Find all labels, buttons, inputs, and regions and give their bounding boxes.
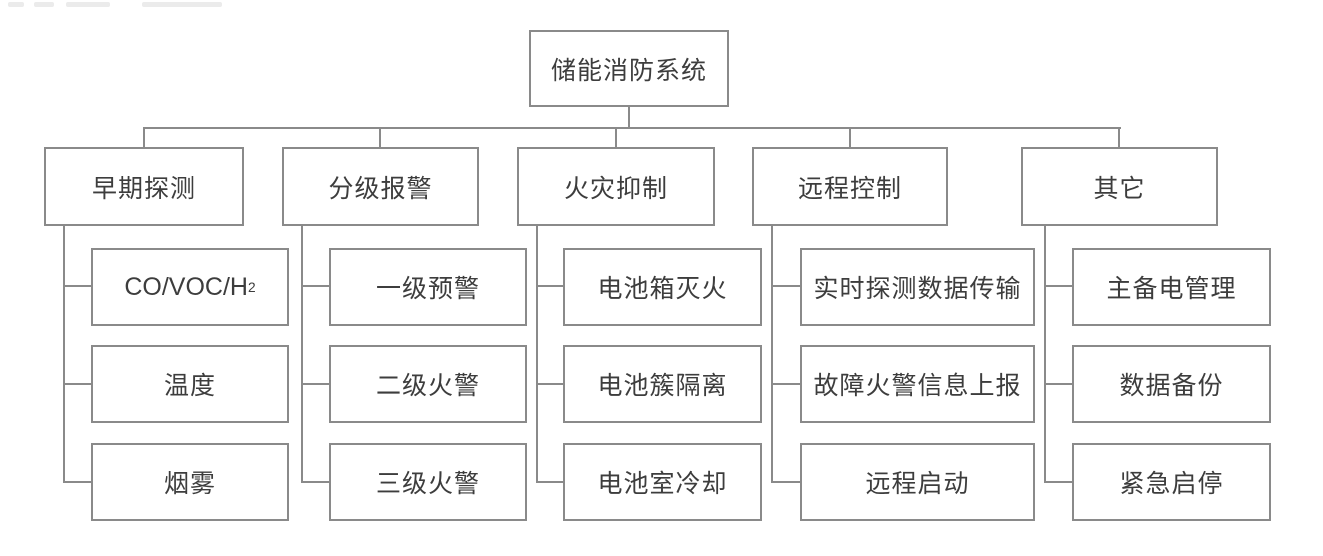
connector-elbow xyxy=(536,285,563,287)
node-label-subscript: 2 xyxy=(247,279,256,295)
node-label: 早期探测 xyxy=(91,174,196,203)
node-label: 数据备份 xyxy=(1119,372,1224,400)
node-fault-alarm-reporting: 故障火警信息上报 xyxy=(800,345,1035,423)
cropped-text-artifact xyxy=(34,2,54,7)
connector-bus xyxy=(143,127,1121,129)
node-label: 电池簇隔离 xyxy=(597,372,728,400)
connector-elbow xyxy=(536,383,563,385)
node-data-backup: 数据备份 xyxy=(1072,345,1271,423)
connector-drop-branch-3 xyxy=(536,226,538,483)
connector-stub-branch-4 xyxy=(849,127,851,147)
connector-drop-branch-2 xyxy=(301,226,303,483)
connector-drop-branch-4 xyxy=(771,226,773,483)
connector-elbow xyxy=(63,481,91,483)
connector-elbow xyxy=(536,481,563,483)
node-label: 主备电管理 xyxy=(1106,275,1237,303)
cropped-text-artifact xyxy=(66,2,110,7)
node-other: 其它 xyxy=(1021,147,1218,226)
connector-root-stub xyxy=(628,107,630,128)
node-label: 火灾抑制 xyxy=(563,174,668,203)
connector-elbow xyxy=(1044,481,1072,483)
connector-stub-branch-3 xyxy=(615,127,617,147)
cropped-text-artifact xyxy=(142,2,222,7)
connector-elbow xyxy=(301,285,329,287)
connector-elbow xyxy=(1044,285,1072,287)
node-realtime-data-transmission: 实时探测数据传输 xyxy=(800,248,1035,326)
connector-stub-branch-1 xyxy=(143,127,145,147)
node-label: 远程启动 xyxy=(865,470,970,498)
node-label: 电池箱灭火 xyxy=(597,275,728,303)
connector-stub-branch-2 xyxy=(379,127,381,147)
connector-elbow xyxy=(63,285,91,287)
node-temperature: 温度 xyxy=(91,345,289,423)
node-level1-prewarning: 一级预警 xyxy=(329,248,527,326)
node-label: 分级报警 xyxy=(328,174,433,203)
connector-elbow xyxy=(63,383,91,385)
node-battery-room-cooling: 电池室冷却 xyxy=(563,443,762,521)
node-label: 紧急启停 xyxy=(1119,470,1224,498)
node-label: 其它 xyxy=(1093,174,1146,203)
node-label: 远程控制 xyxy=(797,174,902,203)
connector-drop-branch-1 xyxy=(63,226,65,483)
node-main-backup-power-management: 主备电管理 xyxy=(1072,248,1271,326)
node-battery-box-extinguishing: 电池箱灭火 xyxy=(563,248,762,326)
node-label: CO/VOC/H xyxy=(124,272,248,301)
connector-elbow xyxy=(1044,383,1072,385)
node-label: 烟雾 xyxy=(163,470,216,498)
node-smoke: 烟雾 xyxy=(91,443,289,521)
node-battery-cluster-isolation: 电池簇隔离 xyxy=(563,345,762,423)
node-label: 实时探测数据传输 xyxy=(813,275,1022,303)
node-label: 电池室冷却 xyxy=(597,470,728,498)
node-emergency-start-stop: 紧急启停 xyxy=(1072,443,1271,521)
connector-drop-branch-5 xyxy=(1044,226,1046,483)
connector-elbow xyxy=(301,481,329,483)
node-early-detection: 早期探测 xyxy=(44,147,244,226)
node-label: 一级预警 xyxy=(375,275,480,303)
connector-elbow xyxy=(771,383,800,385)
node-label: 储能消防系统 xyxy=(550,56,707,85)
node-label: 二级火警 xyxy=(375,372,480,400)
node-label: 故障火警信息上报 xyxy=(813,372,1022,400)
node-level2-fire-alarm: 二级火警 xyxy=(329,345,527,423)
connector-stub-branch-5 xyxy=(1118,127,1120,147)
cropped-text-artifact xyxy=(8,2,24,7)
connector-elbow xyxy=(301,383,329,385)
connector-elbow xyxy=(771,285,800,287)
node-label: 温度 xyxy=(163,372,216,400)
node-level3-fire-alarm: 三级火警 xyxy=(329,443,527,521)
connector-elbow xyxy=(771,481,800,483)
node-root: 储能消防系统 xyxy=(529,30,729,107)
node-fire-suppression: 火灾抑制 xyxy=(517,147,715,226)
node-remote-start: 远程启动 xyxy=(800,443,1035,521)
node-graded-alarm: 分级报警 xyxy=(282,147,479,226)
node-label: 三级火警 xyxy=(375,470,480,498)
node-remote-control: 远程控制 xyxy=(752,147,948,226)
